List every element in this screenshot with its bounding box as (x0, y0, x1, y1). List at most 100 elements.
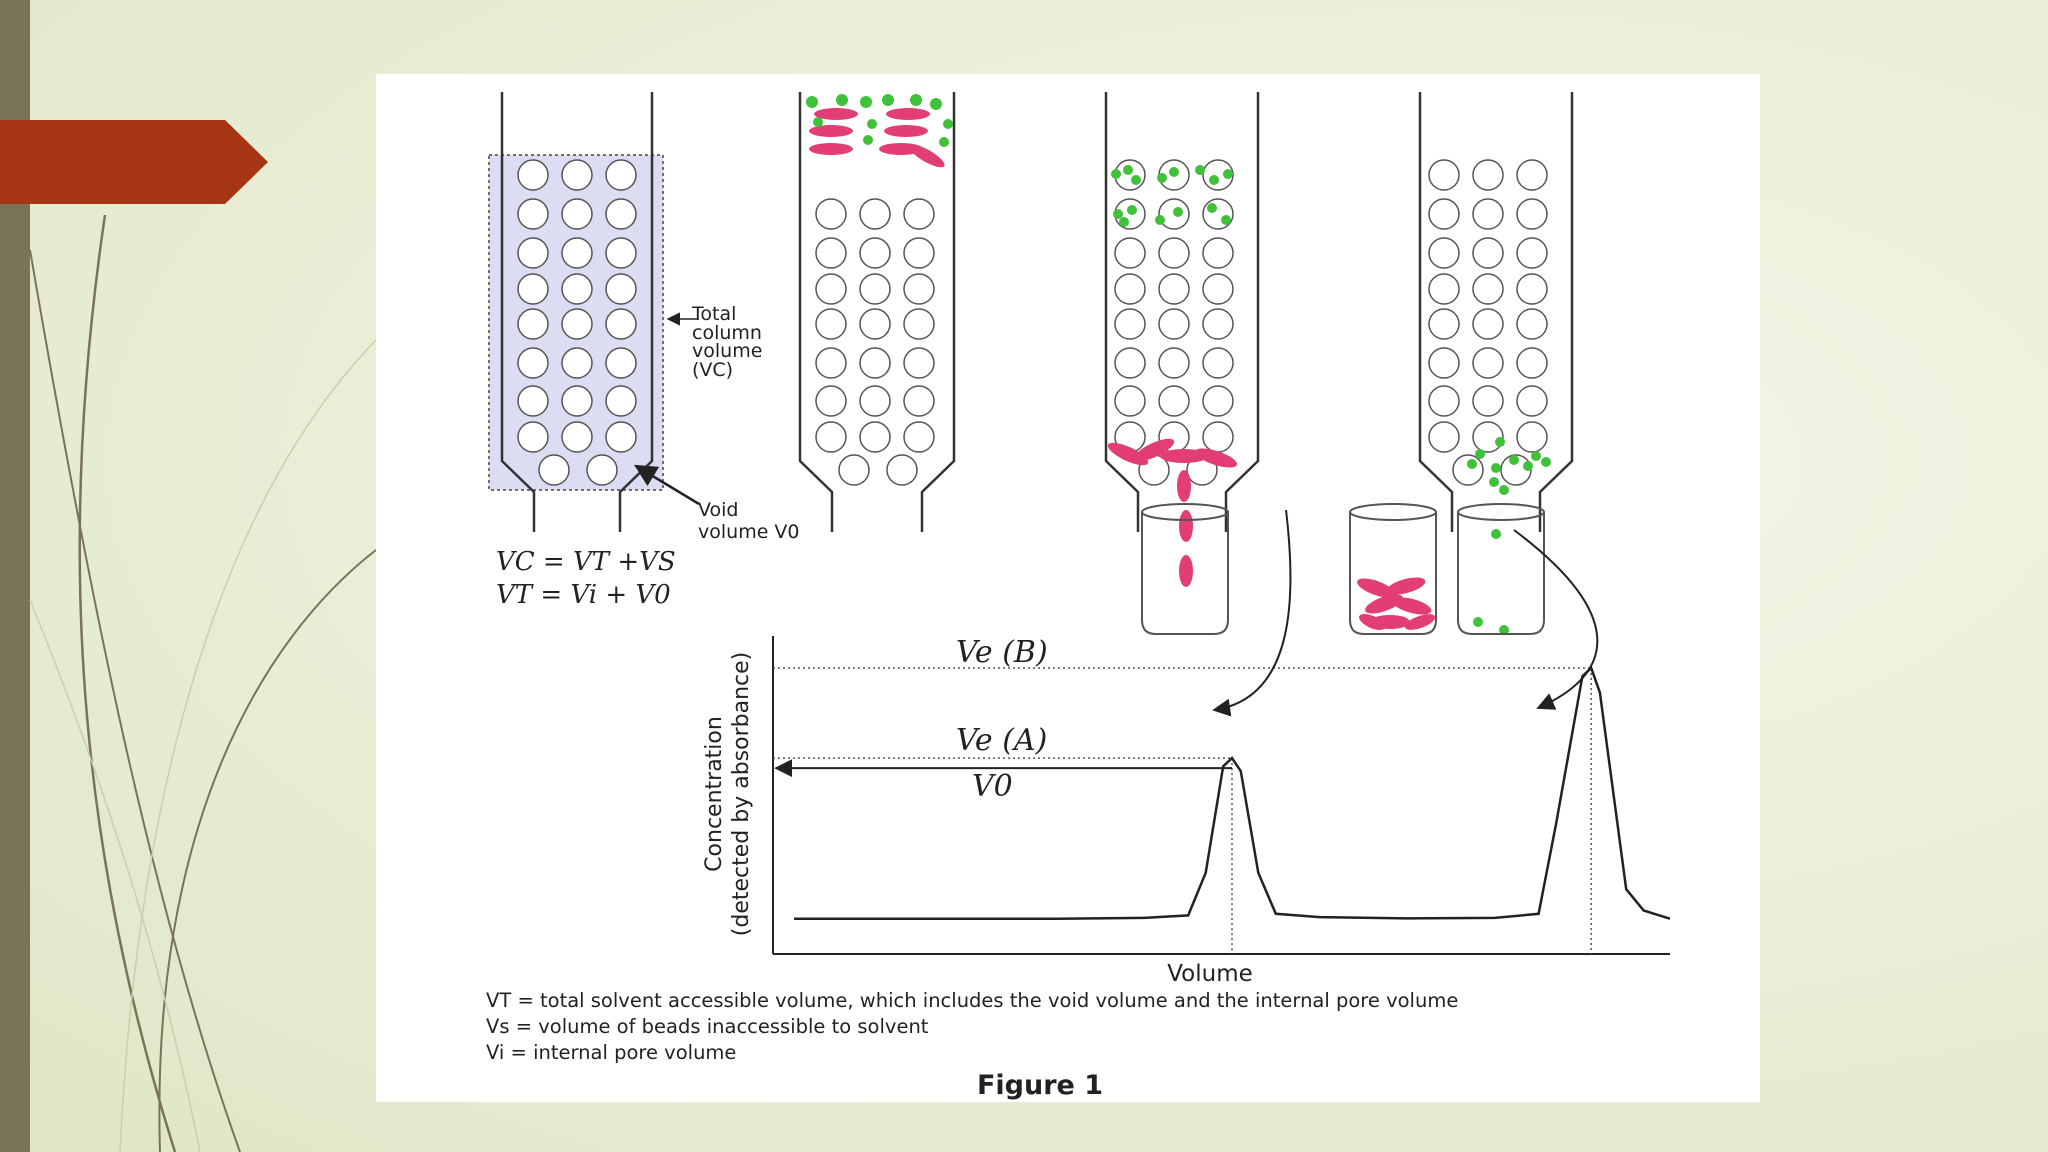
bead (561, 273, 593, 305)
figure-panel: Total column volume (VC) Void volume V0 … (376, 74, 1760, 1102)
column-4 (1349, 92, 1574, 635)
bead (1202, 421, 1234, 453)
bead (815, 273, 847, 305)
bead (859, 421, 891, 453)
column-3 (1104, 92, 1260, 635)
y-axis-label-2: (detected by absorbance) (729, 652, 754, 936)
bead (605, 308, 637, 340)
bead (517, 308, 549, 340)
bead (815, 308, 847, 340)
bead (1472, 198, 1504, 230)
bead (1472, 308, 1504, 340)
bead (838, 454, 870, 486)
arrow-to-peak-a (1212, 509, 1292, 717)
column-2 (798, 92, 956, 532)
bead (859, 308, 891, 340)
bead (1472, 159, 1504, 191)
bead (1516, 421, 1548, 453)
bead (517, 347, 549, 379)
bead (886, 454, 918, 486)
sample-load-top (806, 94, 953, 168)
bead (1428, 385, 1460, 417)
bead (1114, 273, 1146, 305)
bead (517, 273, 549, 305)
total-column-label-1: Total (691, 303, 736, 325)
bead (605, 347, 637, 379)
title-arrow-tab (0, 120, 268, 204)
bead (1516, 308, 1548, 340)
bead (1452, 454, 1484, 486)
bead (859, 273, 891, 305)
chromatogram: Ve (B) Ve (A) V0 Concentration (detected… (702, 509, 1671, 987)
bead (1202, 385, 1234, 417)
bead (517, 385, 549, 417)
bead (1516, 385, 1548, 417)
x-axis-label: Volume (1167, 961, 1253, 987)
bead (517, 198, 549, 230)
bead (561, 347, 593, 379)
bead (517, 159, 549, 191)
bead (903, 385, 935, 417)
total-column-label-2: column (692, 322, 762, 344)
bead (1428, 347, 1460, 379)
bead (1516, 347, 1548, 379)
bead (561, 159, 593, 191)
bead (605, 198, 637, 230)
bead (1158, 347, 1190, 379)
bead (1202, 198, 1234, 230)
bead (1428, 308, 1460, 340)
bead (1202, 308, 1234, 340)
bead (1472, 421, 1504, 453)
peak-b-label: Ve (B) (956, 635, 1048, 670)
bead (903, 347, 935, 379)
bead (1516, 237, 1548, 269)
bead (561, 198, 593, 230)
bead (1428, 273, 1460, 305)
bead (1472, 237, 1504, 269)
bead (815, 385, 847, 417)
bead (1114, 308, 1146, 340)
arrow-to-peak-b (1513, 529, 1599, 710)
bead (605, 385, 637, 417)
bead-grid-2 (815, 198, 935, 486)
bead (1202, 237, 1234, 269)
bead (1516, 273, 1548, 305)
peak-a-label: Ve (A) (956, 723, 1047, 758)
bead (1428, 159, 1460, 191)
bead (903, 308, 935, 340)
total-column-label-3: volume (692, 340, 762, 362)
void-volume-label-1: Void (698, 499, 739, 521)
equation-vc: VC = VT +VS (496, 547, 676, 577)
small-molecules-eluting (1467, 437, 1551, 635)
bead (1516, 198, 1548, 230)
column-1: Total column volume (VC) Void volume V0 … (488, 92, 800, 610)
bead (561, 308, 593, 340)
bead (517, 421, 549, 453)
bead (561, 237, 593, 269)
bead (1428, 237, 1460, 269)
total-column-label-4: (VC) (692, 359, 733, 381)
bead (815, 347, 847, 379)
v0-label: V0 (972, 769, 1013, 804)
bead (1158, 385, 1190, 417)
bead (1114, 237, 1146, 269)
equation-vt: VT = Vi + V0 (496, 580, 671, 610)
bead (1202, 273, 1234, 305)
bead (538, 454, 570, 486)
collection-tube-a (1141, 503, 1229, 635)
bead (1472, 385, 1504, 417)
void-volume-label-2: volume V0 (698, 521, 800, 543)
bead (859, 237, 891, 269)
bead (605, 421, 637, 453)
bead-grid-4 (1428, 159, 1548, 486)
legend-vs: Vs = volume of beads inaccessible to sol… (486, 1015, 929, 1038)
bead (859, 347, 891, 379)
bead (903, 237, 935, 269)
bead (903, 273, 935, 305)
bead (586, 454, 618, 486)
large-molecules-eluting (1107, 438, 1238, 587)
bead-grid-1 (517, 159, 637, 486)
bead (605, 159, 637, 191)
bead (1202, 347, 1234, 379)
bead (1114, 347, 1146, 379)
